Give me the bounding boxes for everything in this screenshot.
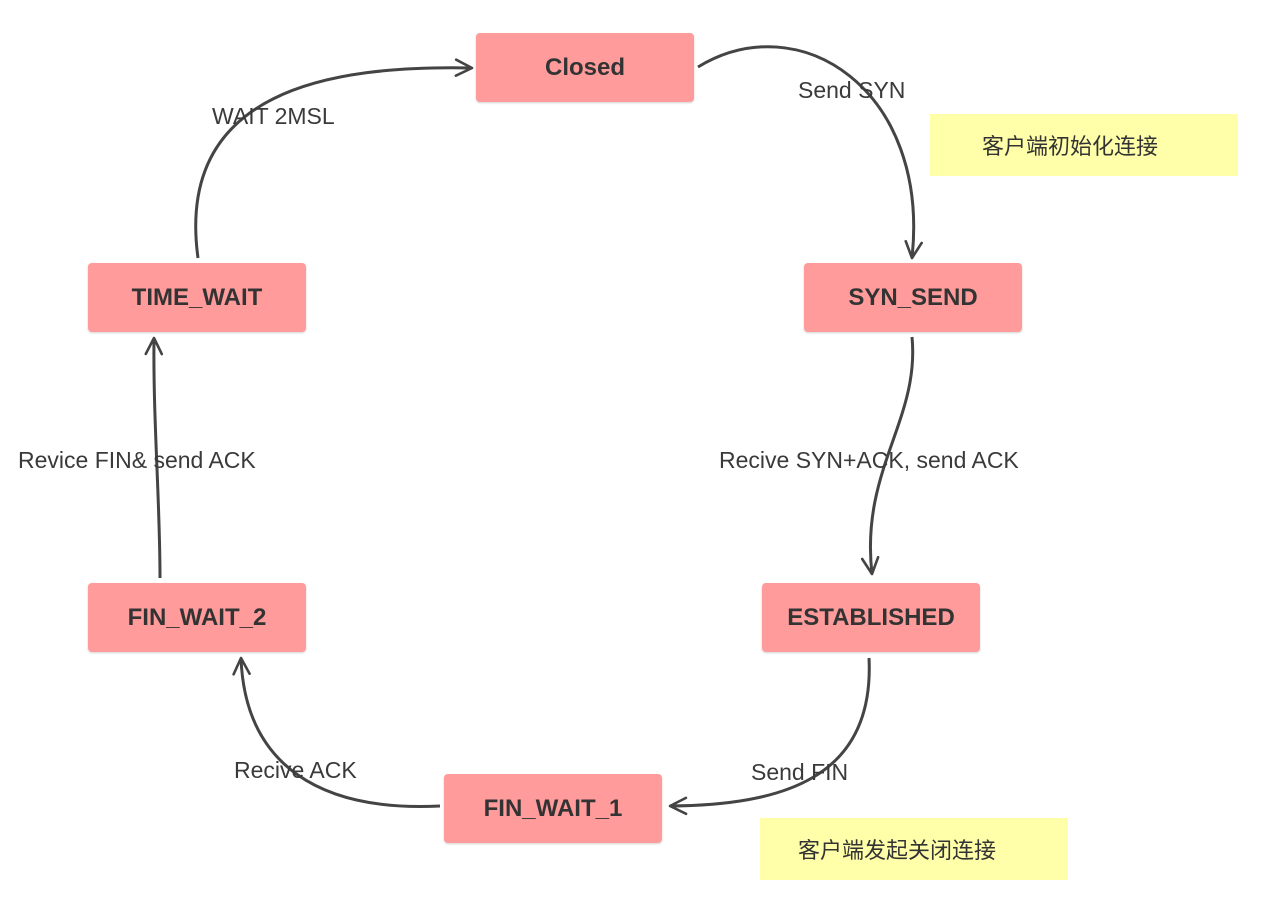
node-fin-wait-1: FIN_WAIT_1 — [444, 774, 662, 843]
node-syn-send: SYN_SEND — [804, 263, 1022, 332]
label-recive-syn-ack: Recive SYN+ACK, send ACK — [719, 447, 1019, 473]
edge-closed-to-syn-send — [697, 45, 923, 260]
node-fin-wait-2: FIN_WAIT_2 — [88, 583, 306, 652]
edge-syn-send-to-established — [860, 336, 915, 576]
label-send-syn: Send SYN — [798, 77, 906, 103]
edge-fin-wait-2-to-time-wait — [144, 336, 164, 579]
edge-established-to-fin-wait-1 — [668, 657, 871, 816]
note-client-init: 客户端初始化连接 — [930, 114, 1238, 176]
note-client-close: 客户端发起关闭连接 — [760, 818, 1068, 880]
label-wait-2msl: WAIT 2MSL — [212, 103, 335, 129]
label-revice-fin-send-ack: Revice FIN& send ACK — [18, 447, 256, 473]
node-established: ESTABLISHED — [762, 583, 980, 652]
node-closed: Closed — [476, 33, 694, 102]
label-recive-ack: Recive ACK — [234, 757, 357, 783]
edge-time-wait-to-closed — [194, 58, 474, 259]
label-send-fin: Send FIN — [751, 759, 849, 785]
node-time-wait: TIME_WAIT — [88, 263, 306, 332]
note-client-init-text: 客户端初始化连接 — [982, 135, 1159, 160]
note-client-close-text: 客户端发起关闭连接 — [798, 839, 997, 864]
edge-fin-wait-1-to-fin-wait-2 — [232, 656, 441, 809]
